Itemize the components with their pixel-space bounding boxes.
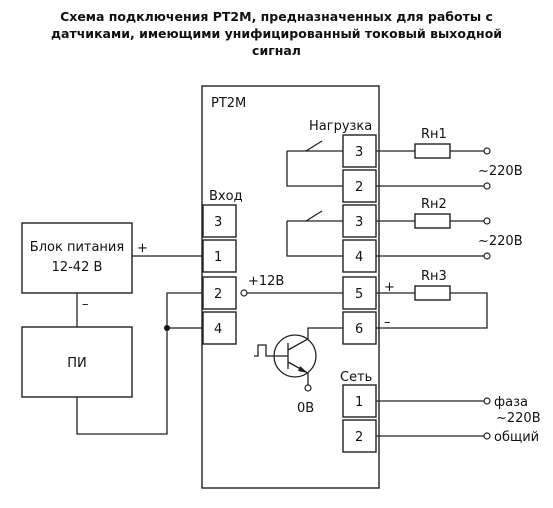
load-terminal-number: 3 <box>355 145 363 160</box>
analog-output-wiring <box>240 285 488 329</box>
device-label: РТ2М <box>211 96 246 111</box>
load-terminal-2 <box>342 169 377 203</box>
pulse-signal-icon <box>254 344 276 357</box>
load-terminal-number: 3 <box>355 215 363 230</box>
load-terminal-number: 6 <box>355 322 363 337</box>
input-wiring <box>76 255 203 435</box>
diagram-title: Схема подключения РТ2М, предназначенных … <box>0 8 553 59</box>
terminal-circle-icon <box>240 289 248 297</box>
sensor-label: ПИ <box>67 356 87 371</box>
load-terminal-number: 5 <box>355 287 363 302</box>
mains-wiring <box>376 397 491 440</box>
resistor-icon <box>414 143 451 159</box>
transistor-icon <box>273 327 343 392</box>
phase-voltage-label: ~220В <box>496 411 541 426</box>
resistor-label-rn2: Rн2 <box>421 197 447 212</box>
title-line: Схема подключения РТ2М, предназначенных … <box>60 9 493 24</box>
rn3-minus-label: – <box>384 315 391 330</box>
input-block-label: Вход <box>209 189 243 204</box>
power-supply-plus: + <box>137 241 148 256</box>
phase-label: фаза <box>494 395 528 410</box>
input-terminal-1 <box>202 239 237 273</box>
input-terminal-number: 4 <box>214 322 222 337</box>
load-terminal-number: 4 <box>355 250 363 265</box>
power-supply-voltage: 12-42 В <box>52 260 103 275</box>
resistor-icon <box>414 285 451 301</box>
sensor-box <box>21 326 133 398</box>
input-terminal-number: 1 <box>214 250 222 265</box>
input-terminal-number: 3 <box>214 215 222 230</box>
ac-output-label: ~220В <box>478 164 523 179</box>
junction-dot <box>164 325 170 331</box>
terminal-circle-icon <box>304 384 312 392</box>
terminal-circle-icon <box>483 432 491 440</box>
supply-12v-label: +12В <box>248 274 284 289</box>
rn3-plus-label: + <box>384 280 395 295</box>
title-line: сигнал <box>252 43 301 58</box>
resistor-icon <box>414 213 451 229</box>
resistor-label-rn3: Rн3 <box>421 269 447 284</box>
terminal-circle-icon <box>483 217 491 225</box>
power-block-label: Сеть <box>340 370 372 385</box>
load-block-label: Нагрузка <box>309 119 372 134</box>
load-terminal-block <box>342 134 377 345</box>
input-terminal-3 <box>202 204 237 238</box>
relay-contact-icon <box>305 210 323 222</box>
terminal-circle-icon <box>483 182 491 190</box>
ac-output-label: ~220В <box>478 234 523 249</box>
terminal-circle-icon <box>483 397 491 405</box>
resistor-label-rn1: Rн1 <box>421 127 447 142</box>
terminal-circle-icon <box>483 147 491 155</box>
input-terminal-4 <box>202 311 237 345</box>
power-terminal-number: 1 <box>355 395 363 410</box>
power-supply-label: Блок питания <box>30 240 124 255</box>
power-terminal-block <box>342 384 377 453</box>
power-terminal-number: 2 <box>355 430 363 445</box>
common-label: общий <box>494 430 539 445</box>
input-terminal-2 <box>202 276 237 310</box>
title-line: датчиками, имеющими унифицированный токо… <box>50 26 503 41</box>
power-supply-minus: – <box>82 297 89 312</box>
power-supply-box <box>21 222 133 294</box>
input-terminal-number: 2 <box>214 287 222 302</box>
relay-2-wiring <box>286 210 491 260</box>
load-terminal-6 <box>342 311 377 345</box>
relay-contact-icon <box>305 140 323 152</box>
relay-1-wiring <box>286 140 491 190</box>
ground-label: 0В <box>297 401 314 416</box>
terminal-circle-icon <box>483 252 491 260</box>
input-terminal-block <box>202 204 237 345</box>
power-terminal-2 <box>342 419 377 453</box>
load-terminal-number: 2 <box>355 180 363 195</box>
